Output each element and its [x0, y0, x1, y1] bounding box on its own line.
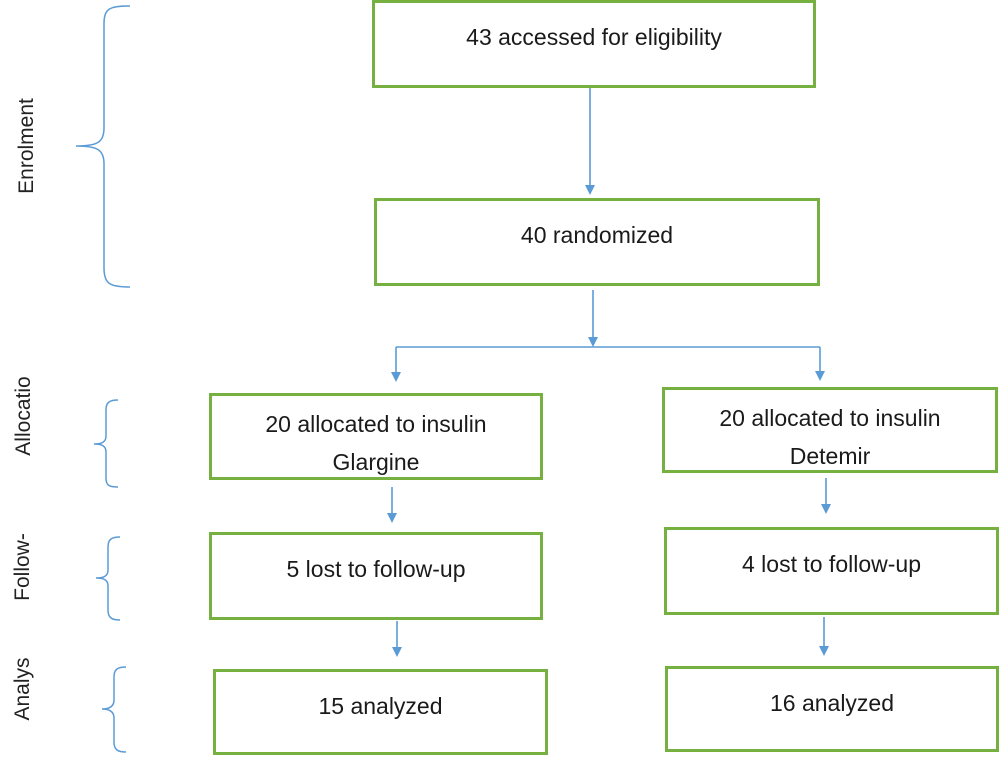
follow-up-bracket	[95, 536, 121, 621]
box-allocated-glargine: 20 allocated to insulin Glargine	[209, 393, 543, 480]
box-analyzed-detemir: 16 analyzed	[665, 666, 999, 752]
box-randomized-text: 40 randomized	[520, 222, 674, 248]
box-lost-detemir-text: 4 lost to follow-up	[742, 551, 921, 577]
box-allocated-glargine-text: 20 allocated to insulin Glargine	[265, 411, 487, 475]
stage-label-allocation: Allocatio	[12, 376, 35, 456]
allocation-bracket	[93, 399, 119, 488]
box-lost-detemir: 4 lost to follow-up	[664, 527, 999, 615]
analysis-bracket	[101, 666, 127, 753]
box-allocated-detemir-text: 20 allocated to insulin Detemir	[719, 405, 941, 469]
box-allocated-detemir: 20 allocated to insulin Detemir	[662, 387, 998, 473]
stage-label-enrolment: Enrolment	[15, 98, 38, 194]
box-assessed-text: 43 accessed for eligibility	[466, 24, 722, 50]
box-analyzed-glargine: 15 analyzed	[213, 669, 548, 755]
box-randomized: 40 randomized	[374, 198, 820, 286]
box-lost-glargine: 5 lost to follow-up	[209, 532, 543, 620]
box-analyzed-detemir-text: 16 analyzed	[769, 690, 895, 716]
stage-label-follow-up: Follow-	[11, 533, 34, 601]
enrolment-bracket	[75, 5, 131, 288]
box-assessed-for-eligibility: 43 accessed for eligibility	[372, 0, 816, 88]
box-lost-glargine-text: 5 lost to follow-up	[286, 556, 466, 582]
box-analyzed-glargine-text: 15 analyzed	[318, 693, 443, 719]
stage-label-analysis: Analys	[11, 657, 34, 721]
